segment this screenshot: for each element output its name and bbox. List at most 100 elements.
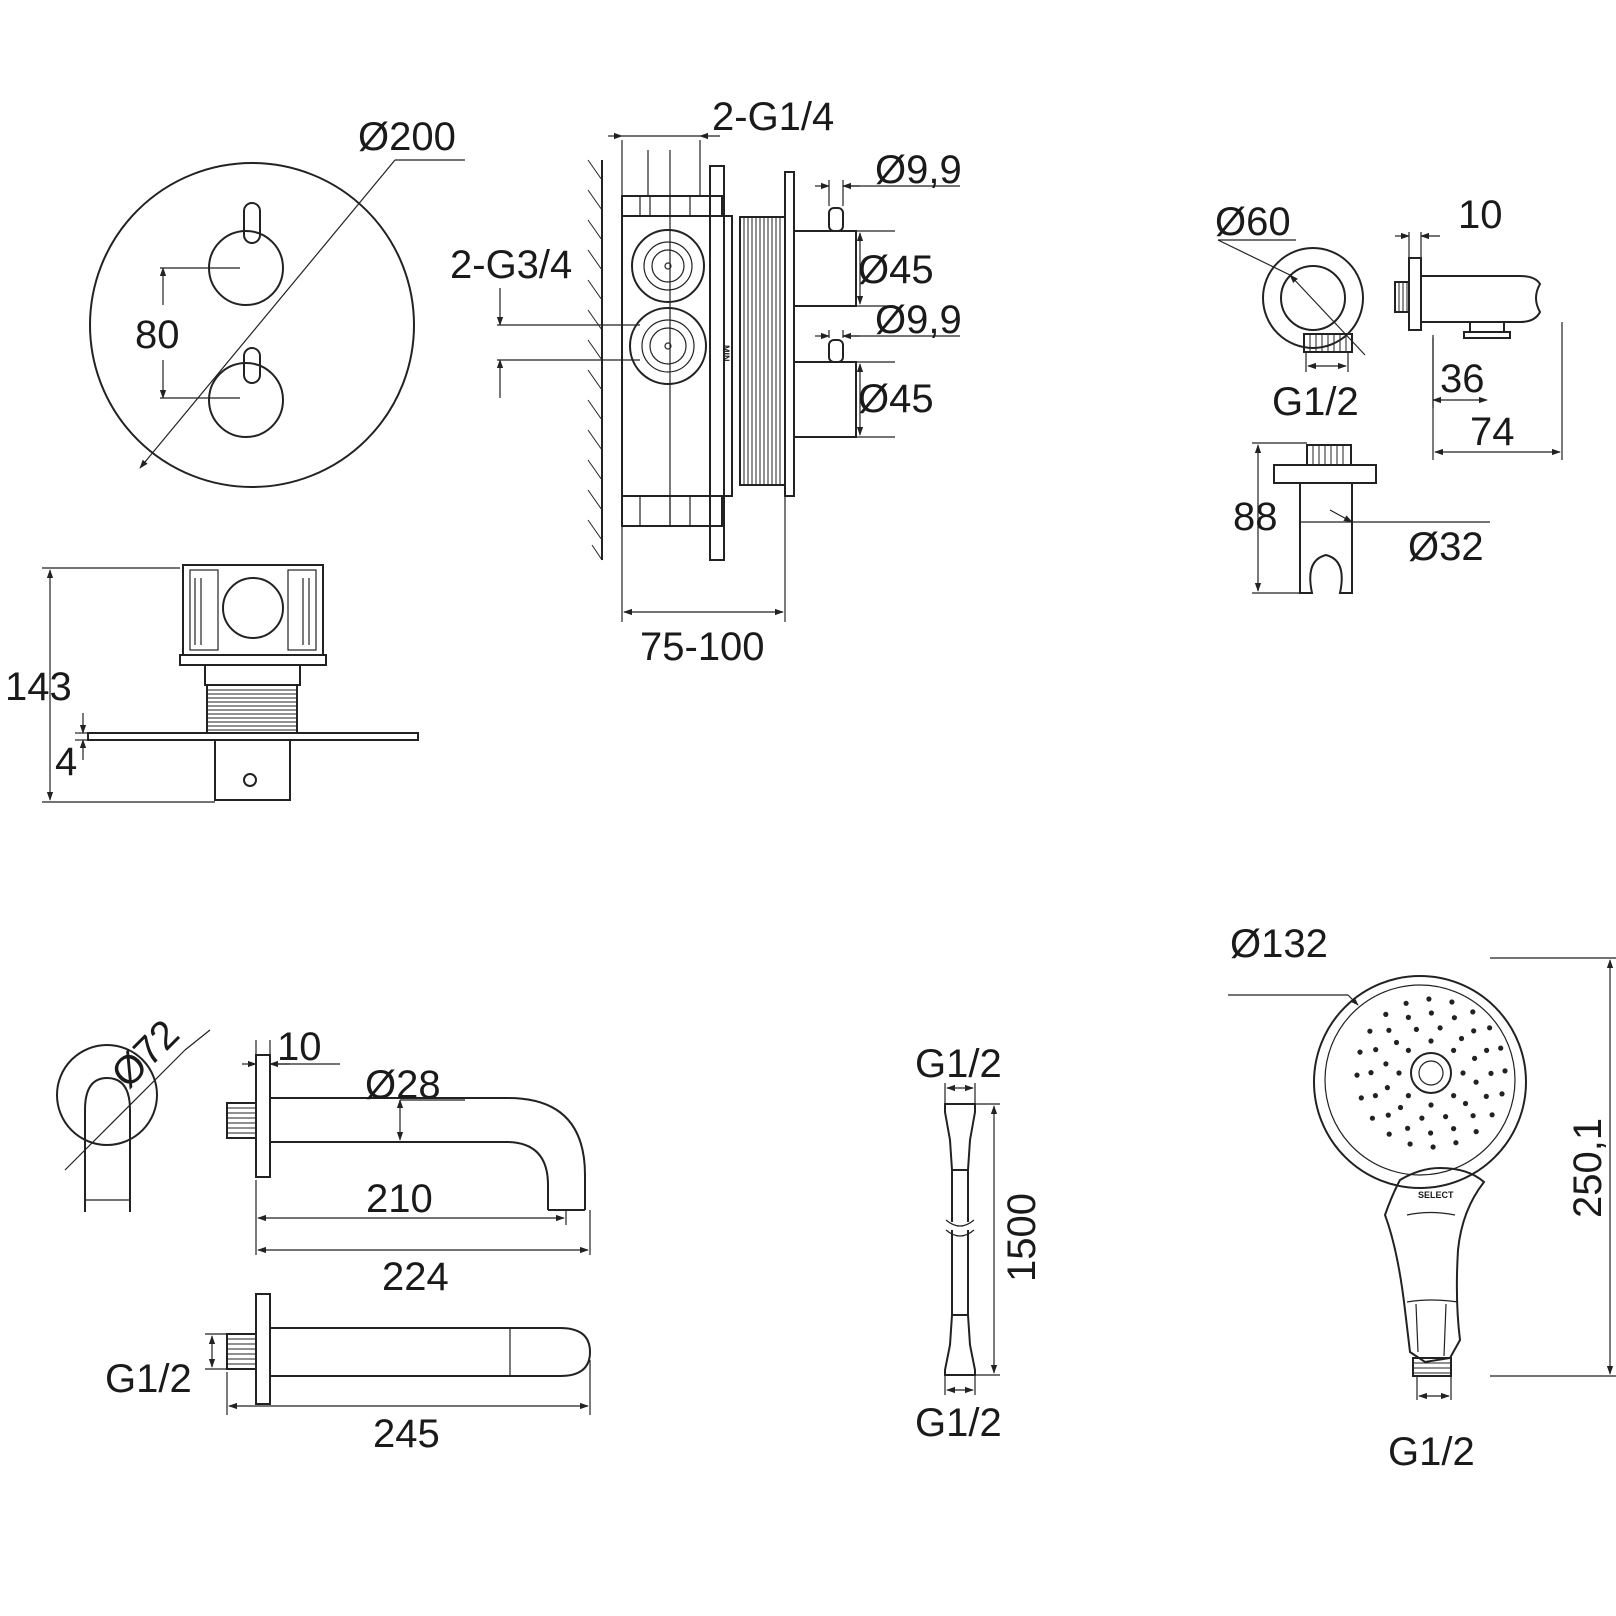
- wall-outlet-front: Ø60 G1/2: [1215, 200, 1366, 424]
- nozzle-dot: [1426, 996, 1432, 1002]
- nozzle-dot: [1372, 1093, 1378, 1099]
- wall-outlet-plate-label: 10: [1458, 193, 1503, 237]
- install-depth-label: 75-100: [640, 625, 765, 669]
- nozzle-dot: [1384, 1085, 1390, 1091]
- knob-top-lever: [243, 202, 261, 244]
- nozzle-dot: [1488, 1070, 1494, 1076]
- nozzle-dot: [1443, 1114, 1449, 1120]
- nozzle-dot: [1385, 1112, 1391, 1118]
- cover-plate-section: [784, 171, 795, 497]
- spout-side: 10 Ø28 210 224: [226, 1025, 591, 1299]
- brand-mark: MIN: [721, 345, 731, 362]
- cover-plate: [89, 162, 415, 488]
- nozzle-dot: [1428, 1102, 1434, 1108]
- nozzle-dot: [1471, 1028, 1477, 1034]
- spout-front: Ø72: [56, 1012, 211, 1212]
- shower-length-label: 250,1: [1566, 1118, 1610, 1218]
- spout-connector-label: G1/2: [105, 1357, 192, 1401]
- nozzle-dot: [1428, 1010, 1434, 1016]
- hose-top-fitting: [944, 1103, 976, 1171]
- mixer-side-view: 143 4: [5, 564, 419, 803]
- shower-connector: [1412, 1357, 1452, 1377]
- nozzle-dot: [1419, 1115, 1425, 1121]
- plate-thickness-label: 4: [55, 740, 77, 784]
- nozzle-dot: [1383, 1011, 1389, 1018]
- nozzle-dot: [1502, 1068, 1508, 1074]
- spout-plate-diameter-label: Ø72: [103, 1012, 188, 1097]
- outlet-port: [631, 229, 705, 303]
- spout-plate: [56, 1044, 158, 1146]
- nozzle-dot: [1437, 1025, 1443, 1031]
- wall-outlet-depth-label: 36: [1440, 357, 1485, 401]
- nozzle-dot: [1367, 1028, 1373, 1034]
- shower-connector-label: G1/2: [1388, 1430, 1475, 1474]
- side-thread: [206, 684, 298, 734]
- nozzle-dot: [1453, 1140, 1459, 1146]
- nozzle-dot: [1451, 1093, 1457, 1099]
- hose-bottom-fitting: [944, 1314, 976, 1376]
- holder-plate: [1273, 464, 1377, 484]
- nozzle-dot: [1499, 1091, 1505, 1097]
- valve-block: [621, 215, 733, 497]
- nozzle-dot: [1405, 1125, 1411, 1131]
- nozzle-dot: [1369, 1115, 1375, 1121]
- spout-reach-label: 210: [366, 1177, 433, 1221]
- spout-plate-top: [255, 1293, 271, 1405]
- wall-outlet-plate: [1262, 247, 1364, 349]
- wall-outlet-length-label: 74: [1470, 410, 1515, 454]
- nozzle-dot: [1393, 1039, 1400, 1046]
- shower-hose: G1/2 G1/2 1500: [915, 1042, 1044, 1445]
- inlet-port: [629, 307, 707, 385]
- shower-head-center: [1410, 1052, 1452, 1094]
- nozzle-dot: [1451, 1047, 1457, 1053]
- hose-top-connector-label: G1/2: [915, 1042, 1002, 1086]
- nozzle-dot: [1357, 1049, 1363, 1055]
- knob-bottom-label: Ø45: [858, 377, 934, 421]
- cover-plate-edge: [87, 732, 419, 741]
- spout-pipe-diameter-label: Ø28: [365, 1063, 441, 1107]
- wall-outlet-diameter-label: Ø60: [1215, 200, 1291, 244]
- nozzle-dot: [1484, 1047, 1490, 1053]
- nozzle-dot: [1386, 1027, 1392, 1033]
- nozzle-dot: [1405, 1014, 1411, 1021]
- knob-top-label: Ø45: [858, 248, 934, 292]
- nozzle-dot: [1383, 1061, 1389, 1067]
- wall-outlet-plate-side: [1408, 257, 1422, 331]
- shower-brand-label: SELECT: [1418, 1190, 1454, 1200]
- shower-head-diameter-label: Ø132: [1230, 922, 1328, 966]
- nozzle-dot: [1462, 1100, 1469, 1107]
- nozzle-dot: [1470, 1113, 1476, 1119]
- nozzle-dot: [1428, 1130, 1434, 1136]
- nozzle-dot: [1373, 1047, 1379, 1053]
- shower-handle: [1383, 1166, 1486, 1364]
- hose-bottom-connector-label: G1/2: [915, 1401, 1002, 1445]
- spindle-top-label: Ø9,9: [875, 148, 962, 192]
- nozzle-dot: [1403, 1000, 1409, 1006]
- wall-hatching: [587, 159, 603, 561]
- nozzle-dot: [1430, 1144, 1436, 1150]
- nozzle-dot: [1483, 1093, 1489, 1099]
- knob-bottom-section: [793, 361, 857, 438]
- plate-diameter-label: Ø200: [358, 115, 456, 159]
- spacing-label: 80: [135, 313, 180, 357]
- shower-head-outer: [1313, 975, 1527, 1189]
- nozzle-dot: [1458, 1035, 1465, 1042]
- knob-side: [214, 739, 291, 801]
- spout-length-label: 224: [382, 1255, 449, 1299]
- shower-holder: 88 Ø32: [1233, 442, 1490, 594]
- nozzle-dot: [1358, 1095, 1364, 1101]
- body-thread: [739, 216, 786, 486]
- nozzle-dot: [1386, 1131, 1392, 1137]
- spout-total-label: 245: [373, 1412, 440, 1456]
- hand-shower: SELECT G1/2 Ø132 250,1: [1228, 922, 1616, 1474]
- nozzle-dot: [1498, 1045, 1504, 1051]
- nozzle-dot: [1407, 1141, 1413, 1147]
- inlets-label: 2-G3/4: [450, 243, 572, 287]
- nozzle-dot: [1413, 1026, 1419, 1032]
- nozzle-dot: [1451, 1015, 1457, 1021]
- spindle-bottom-label: Ø9,9: [875, 298, 962, 342]
- nozzle-dot: [1473, 1079, 1479, 1085]
- nozzle-dot: [1396, 1070, 1402, 1076]
